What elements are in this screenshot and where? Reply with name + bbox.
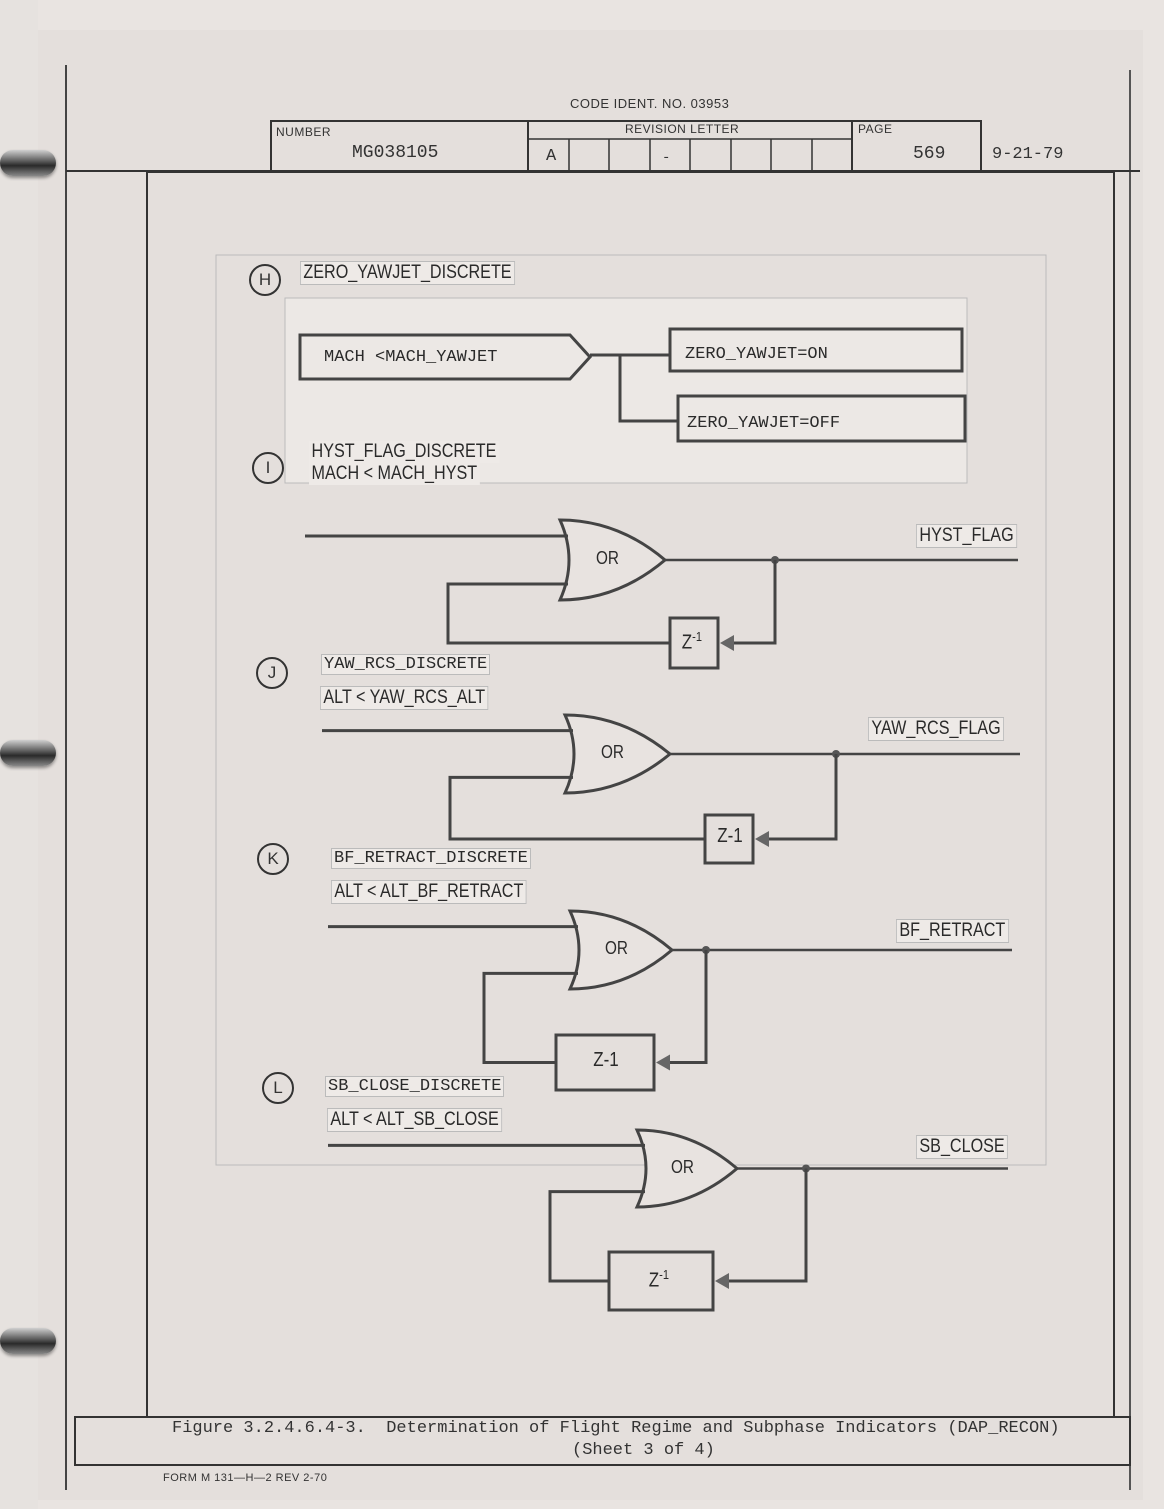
number-label: NUMBER [276, 125, 332, 139]
or-gate-label: OR [600, 742, 624, 762]
feedback-line [668, 950, 708, 1064]
or-gate-label: OR [595, 548, 619, 568]
delay-exponent: -1 [659, 1267, 669, 1282]
section-h-false-branch: ZERO_YAWJET=OFF [687, 414, 841, 433]
section-k-title: BF_RETRACT_DISCRETE [331, 848, 531, 869]
feedback-line [732, 560, 777, 645]
binder-ring-middle [0, 740, 56, 766]
section-marker-h: H [249, 264, 281, 296]
header-table [66, 120, 1140, 172]
section-j-output: YAW_RCS_FLAG [868, 717, 1005, 741]
section-j-condition: ALT < YAW_RCS_ALT [320, 686, 489, 710]
true-branch-box [668, 327, 964, 373]
figure-sheet: (Sheet 3 of 4) [572, 1441, 715, 1460]
delay-exponent: -1 [692, 629, 702, 644]
arrow-icon [715, 1273, 729, 1289]
revision-label: REVISION LETTER [625, 122, 740, 136]
section-h-title: ZERO_YAWJET_DISCRETE [300, 261, 515, 285]
section-h-condition: MACH <MACH_YAWJET [324, 348, 498, 367]
section-i-title: HYST_FLAG_DISCRETE [309, 441, 499, 463]
pasted-insert-outline [215, 254, 1047, 1166]
or-gate-l [634, 1128, 740, 1209]
or-gate-j [562, 713, 673, 795]
feedback-return-line [482, 971, 578, 1064]
false-branch-box [676, 394, 967, 443]
section-marker-l: L [262, 1072, 294, 1104]
feedback-line [727, 1168, 808, 1283]
section-l-output: SB_CLOSE [916, 1135, 1009, 1159]
feedback-line [767, 754, 838, 841]
section-j-title: YAW_RCS_DISCRETE [321, 654, 491, 675]
delay-label: Z-1 [648, 1267, 669, 1292]
revision-cell-dash: - [662, 150, 671, 166]
section-i-condition: MACH < MACH_HYST [309, 463, 480, 485]
or-gate-label: OR [671, 1156, 694, 1177]
revision-date: 9-21-79 [992, 145, 1064, 164]
code-ident: CODE IDENT. NO. 03953 [570, 96, 730, 111]
binder-ring-top [0, 150, 56, 176]
feedback-return-line [548, 1190, 645, 1283]
arrow-icon [720, 635, 734, 651]
section-marker-j: J [256, 657, 288, 689]
section-h-logic [298, 327, 967, 443]
page-number: 569 [913, 144, 946, 164]
section-l-title: SB_CLOSE_DISCRETE [325, 1076, 505, 1097]
section-marker-i: I [252, 452, 284, 484]
arrow-icon [755, 831, 769, 847]
binder-ring-bottom [0, 1328, 56, 1354]
feedback-return-line [448, 775, 705, 841]
page-label: PAGE [858, 122, 893, 136]
feedback-return-line [446, 582, 670, 645]
delay-label: Z-1 [717, 825, 743, 847]
or-gate-k [567, 909, 675, 991]
section-h-true-branch: ZERO_YAWJET=ON [685, 345, 828, 364]
delay-label: Z-1 [681, 629, 702, 654]
or-gate-label: OR [604, 938, 628, 958]
section-marker-k: K [257, 843, 289, 875]
section-l-condition: ALT < ALT_SB_CLOSE [327, 1108, 503, 1132]
form-number: FORM M 131—H—2 REV 2-70 [163, 1472, 328, 1484]
arrow-icon [656, 1054, 670, 1071]
section-k-condition: ALT < ALT_BF_RETRACT [331, 880, 527, 904]
caption-frame [74, 1416, 1131, 1466]
number-value: MG038105 [352, 143, 439, 163]
revision-cell-a: A [546, 147, 557, 166]
or-gate-i [557, 518, 668, 602]
section-i-output: HYST_FLAG [916, 524, 1018, 548]
delay-label: Z-1 [593, 1048, 619, 1071]
section-k-output: BF_RETRACT [896, 919, 1009, 943]
decision-hexagon [298, 333, 593, 381]
figure-caption: Figure 3.2.4.6.4-3. Determination of Fli… [172, 1419, 1060, 1438]
